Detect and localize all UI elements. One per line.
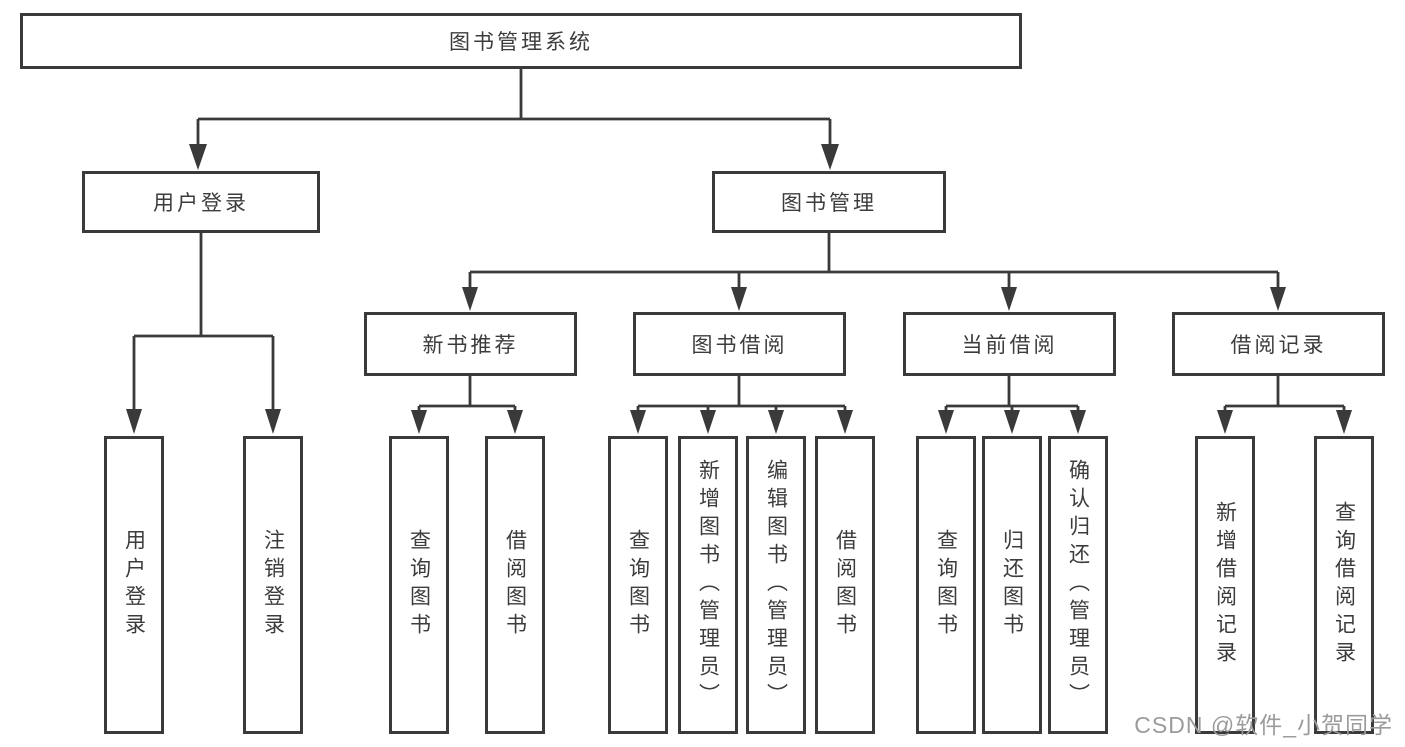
node-label: 新增借阅记录: [1213, 501, 1237, 669]
leaf-records-add-record: 新增借阅记录: [1195, 436, 1255, 734]
node-label: 借阅图书: [503, 529, 527, 641]
leaf-records-query-record: 查询借阅记录: [1314, 436, 1374, 734]
node-label: 查询图书: [934, 529, 958, 641]
connector-current-to-leaves: [938, 376, 1086, 434]
leaf-borrow-query-books: 查询图书: [608, 436, 668, 734]
node-book-management: 图书管理: [712, 171, 946, 233]
connector-bookmgmt-to-level3: [462, 233, 1286, 311]
node-root: 图书管理系统: [20, 13, 1022, 69]
node-label: 新书推荐: [422, 334, 519, 357]
node-label: 图书借阅: [691, 334, 788, 357]
node-current-borrow: 当前借阅: [903, 312, 1116, 376]
leaf-borrow-add-books-admin: 新增图书（管理员）: [678, 436, 738, 734]
node-label: 用户登录: [153, 192, 249, 215]
leaf-user-login: 用户登录: [104, 436, 164, 734]
node-label: 注销登录: [261, 529, 285, 641]
leaf-logout: 注销登录: [243, 436, 303, 734]
node-label: 查询图书: [407, 529, 431, 641]
node-label: 查询借阅记录: [1332, 501, 1356, 669]
connector-records-to-leaves: [1217, 376, 1352, 434]
node-label: 当前借阅: [961, 334, 1058, 357]
connector-newrec-to-leaves: [411, 376, 523, 434]
node-label: 查询图书: [626, 529, 650, 641]
node-label: 借阅图书: [833, 529, 857, 641]
connector-userlogin-to-leaves: [126, 233, 281, 434]
leaf-borrow-borrow-books: 借阅图书: [815, 436, 875, 734]
leaf-newrec-borrow-books: 借阅图书: [485, 436, 545, 734]
node-label: 编辑图书（管理员）: [764, 459, 788, 711]
node-label: 归还图书: [1000, 529, 1024, 641]
node-label: 新增图书（管理员）: [696, 459, 720, 711]
node-label: 图书管理: [781, 192, 877, 215]
connector-borrow-to-leaves: [630, 376, 853, 434]
leaf-current-confirm-return-admin: 确认归还（管理员）: [1048, 436, 1108, 734]
node-label: 确认归还（管理员）: [1066, 459, 1090, 711]
leaf-current-query-books: 查询图书: [916, 436, 976, 734]
leaf-borrow-edit-books-admin: 编辑图书（管理员）: [746, 436, 806, 734]
leaf-current-return-books: 归还图书: [982, 436, 1042, 734]
node-label: 图书管理系统: [449, 31, 593, 54]
node-book-borrow: 图书借阅: [633, 312, 846, 376]
connector-root-to-level2: [189, 69, 839, 170]
node-new-book-recommend: 新书推荐: [364, 312, 577, 376]
node-borrow-records: 借阅记录: [1172, 312, 1385, 376]
node-label: 借阅记录: [1230, 334, 1327, 357]
leaf-newrec-query-books: 查询图书: [389, 436, 449, 734]
node-user-login: 用户登录: [82, 171, 320, 233]
node-label: 用户登录: [122, 529, 146, 641]
csdn-watermark: CSDN @软件_小贺同学: [1134, 712, 1393, 738]
